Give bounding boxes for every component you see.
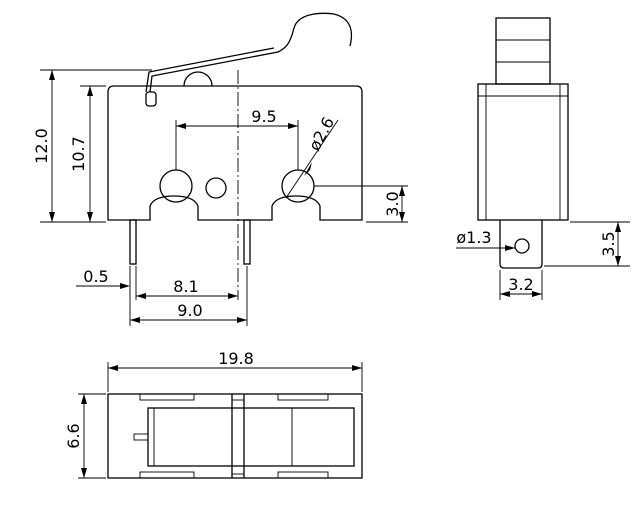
- bottom-inner: [147, 407, 355, 467]
- mounting-hole-left: [159, 169, 193, 203]
- side-terminal: [499, 220, 543, 269]
- dim-terminal-width: 3.2: [508, 275, 533, 294]
- dim-hole-diameter: ø2.6: [305, 114, 338, 154]
- side-view: ø1.3 3.5 3.2: [456, 17, 630, 300]
- terminal-hole: [514, 238, 530, 254]
- dim-height-body: 10.7: [69, 136, 88, 172]
- dim-terminal-offset-1: 8.1: [173, 277, 198, 296]
- lever-outline: [149, 12, 353, 93]
- actuator-button: [183, 71, 213, 87]
- dim-height-overall: 12.0: [32, 128, 51, 164]
- bottom-body: [107, 393, 363, 479]
- switch-body: [107, 85, 363, 221]
- dim-terminal-hole: ø1.3: [456, 228, 491, 247]
- terminal-left: [129, 219, 137, 265]
- side-body: [477, 83, 569, 221]
- dim-terminal-offset-2: 9.0: [177, 301, 202, 320]
- lever-edge: [145, 47, 275, 93]
- dim-hole-height: 3.0: [383, 191, 402, 216]
- dim-length: 19.8: [218, 349, 254, 368]
- dim-hole-spacing: 9.5: [251, 107, 276, 126]
- dim-terminal-thickness: 0.5: [83, 267, 108, 286]
- terminal-right: [243, 219, 251, 265]
- plunger: [495, 17, 551, 85]
- bottom-view: 19.8 6.6: [64, 349, 363, 479]
- front-view: 12.0 10.7 9.5 ø2.6 3.0 0.5: [32, 12, 408, 326]
- dim-width: 6.6: [64, 423, 83, 448]
- dim-terminal-length: 3.5: [599, 231, 618, 256]
- center-hole: [205, 177, 227, 199]
- pivot-slot: [145, 91, 157, 107]
